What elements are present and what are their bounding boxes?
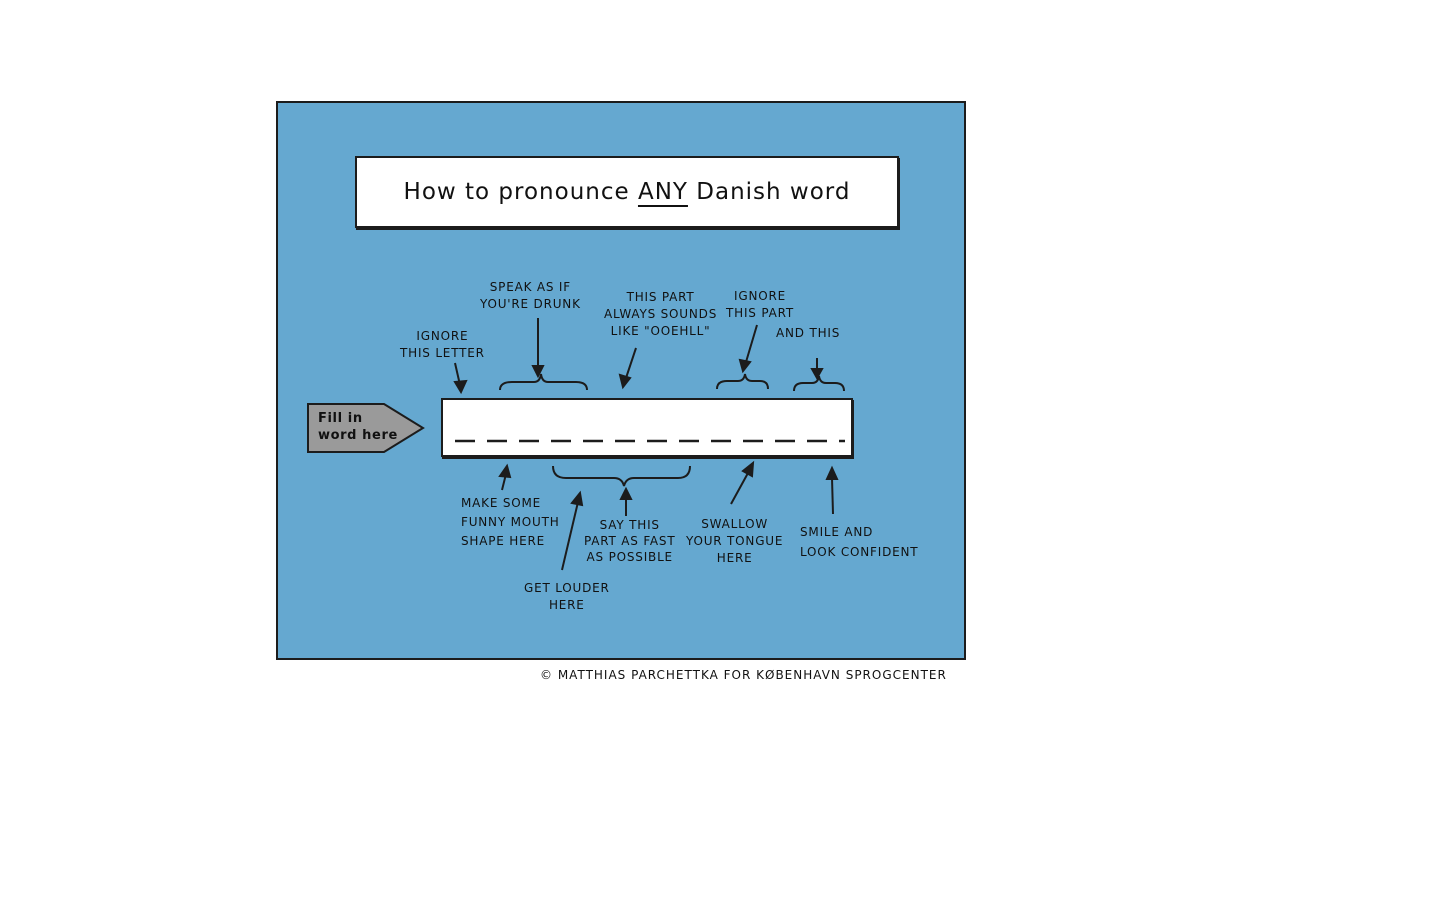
note-swallow: Swallow your tongue here [686,517,784,565]
brace-drunk [499,373,588,391]
word-fill-box [441,398,853,457]
arrow-swallow [730,472,749,505]
note-speak-drunk: Speak as if you're drunk [480,280,581,311]
arrow-get-louder [561,501,579,571]
note-funny-mouth: Make some funny mouth shape here [461,496,560,548]
sign-label: Fill in word here [318,411,398,443]
brace-say-fast [552,465,691,487]
title-after: Danish word [696,179,851,205]
title-box: How to pronounce ANY Danish word [355,156,899,228]
brace-ignore-part [716,373,769,390]
title-emphasis: ANY [637,179,688,205]
note-and-this: and this [776,326,841,340]
note-get-louder: Get louder here [524,581,610,612]
note-sounds-like: This part always sounds like "OOEHLL" [604,290,718,338]
note-ignore-part: Ignore this part [726,289,794,320]
arrow-sounds-like [625,347,637,379]
note-ignore-letter: Ignore this letter [400,329,485,360]
arrow-smile [831,477,834,515]
credit-line: © Matthias Parchettka for København Spro… [540,668,947,682]
fill-in-sign [307,403,425,453]
note-say-fast: Say this part as fast as possible [584,518,676,564]
note-smile: Smile and look confident [800,525,919,559]
arrow-ignore-part [745,324,758,363]
title-before: How to pronounce [403,179,630,205]
